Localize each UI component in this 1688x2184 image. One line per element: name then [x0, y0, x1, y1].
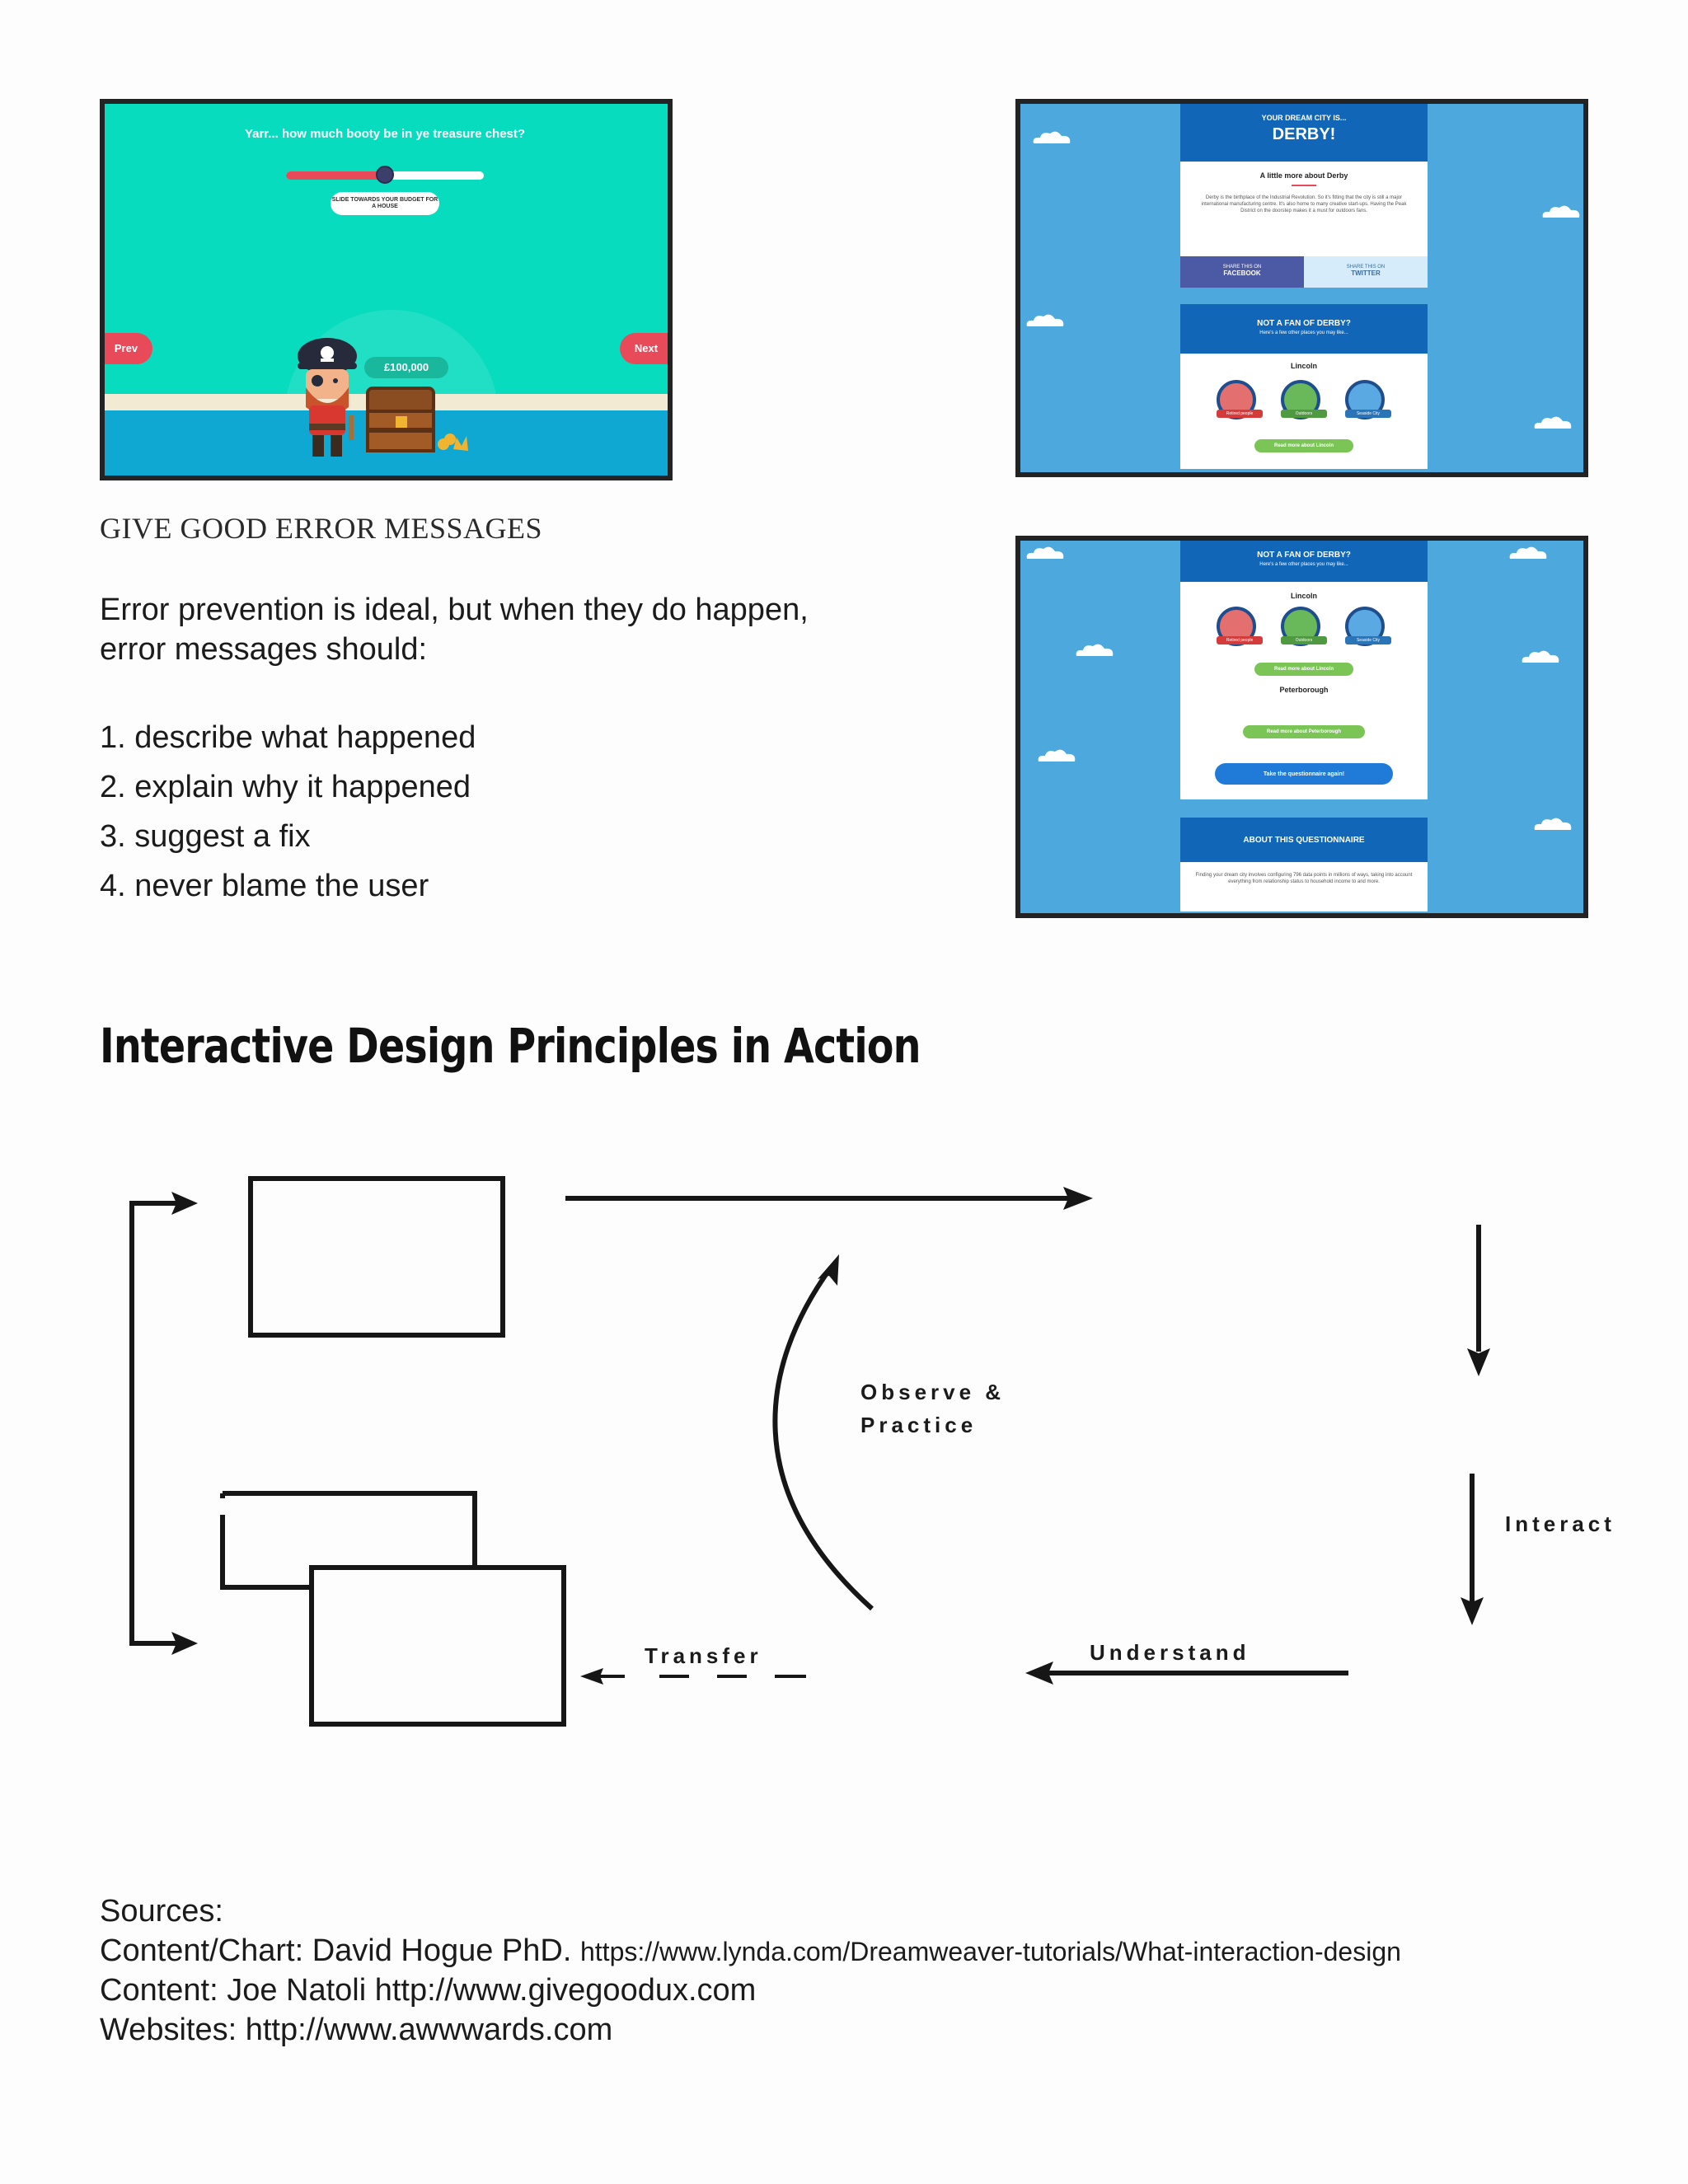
read-more-lincoln-button[interactable]: Read more about Lincoln — [1254, 663, 1353, 676]
cloud-icon — [1522, 650, 1559, 663]
title-underline — [1292, 185, 1316, 186]
source-link[interactable]: https://www.lynda.com/Dreamweaver-tutori… — [579, 1937, 1401, 1966]
slider-hint: SLIDE TOWARDS YOUR BUDGET FOR A HOUSE — [331, 192, 439, 215]
cloud-icon — [1076, 644, 1114, 656]
pirate-illustration — [298, 338, 357, 457]
interact-label: Interact — [1505, 1511, 1615, 1536]
list-item: 3. suggest a fix — [100, 819, 311, 854]
arrowheads — [171, 1187, 1490, 1685]
dream-city-alternatives-screenshot: NOT A FAN OF DERBY? Here's a few other p… — [1015, 536, 1588, 918]
arrowhead-icon — [580, 1668, 603, 1685]
share-twitter-small: SHARE THIS ON — [1346, 265, 1386, 269]
share-facebook-label: FACEBOOK — [1223, 269, 1261, 277]
section-heading: GIVE GOOD ERROR MESSAGES — [100, 512, 543, 545]
alternatives-header: NOT A FAN OF DERBY? Here's a few other p… — [1180, 541, 1428, 582]
alternatives-title: NOT A FAN OF DERBY? — [1257, 319, 1351, 328]
treasure-chest-illustration — [366, 387, 468, 452]
arrowhead-icon — [171, 1632, 198, 1655]
arrowhead-icon — [1461, 1597, 1484, 1625]
share-twitter-button[interactable]: SHARE THIS ON TWITTER — [1304, 256, 1428, 288]
arrowhead-icon — [1025, 1661, 1053, 1685]
alternative-city-card: Lincoln Retired people Outdoors Seaside … — [1180, 354, 1428, 469]
alternative-city-name: Lincoln — [1291, 362, 1317, 370]
cloud-icon — [1026, 546, 1064, 559]
alternatives-subtitle: Here's a few other places you may like..… — [1259, 330, 1348, 335]
pirate-budget-screenshot: Yarr... how much booty be in ye treasure… — [100, 99, 673, 480]
result-header: YOUR DREAM CITY IS... DERBY! — [1180, 104, 1428, 162]
about-questionnaire-title: ABOUT THIS QUESTIONNAIRE — [1243, 836, 1365, 845]
cloud-icon — [1033, 131, 1071, 143]
cloud-icon — [1038, 749, 1076, 762]
about-questionnaire-text: Finding your dream city involves configu… — [1195, 873, 1413, 884]
retake-questionnaire-button[interactable]: Take the questionnaire again! — [1215, 763, 1393, 785]
sources-heading: Sources: — [100, 1894, 223, 1929]
arrowhead-icon — [171, 1192, 198, 1215]
arrowhead-icon — [1063, 1187, 1093, 1210]
share-facebook-button[interactable]: SHARE THIS ON FACEBOOK — [1180, 256, 1304, 288]
share-twitter-label: TWITTER — [1351, 269, 1381, 277]
retired-badge-icon: Retired people — [1217, 380, 1263, 419]
observe-label: Observe & — [860, 1380, 1006, 1404]
source-line[interactable]: Websites: http://www.awwwards.com — [100, 2013, 613, 2047]
share-bar: SHARE THIS ON FACEBOOK SHARE THIS ON TWI… — [1180, 256, 1428, 288]
budget-slider-handle[interactable] — [376, 166, 394, 184]
result-about-card: A little more about Derby Derby is the b… — [1180, 162, 1428, 256]
list-item: 4. never blame the user — [100, 869, 429, 903]
source-author: Content/Chart: David Hogue PhD. — [100, 1933, 572, 1968]
source-line[interactable]: Content: Joe Natoli http://www.givegoodu… — [100, 1973, 757, 2008]
share-facebook-small: SHARE THIS ON — [1222, 265, 1262, 269]
arrowhead-icon — [818, 1254, 839, 1286]
observe-curve-arrow — [772, 1266, 874, 1611]
cloud-icon — [1026, 314, 1064, 326]
seaside-badge-icon: Seaside City — [1345, 607, 1391, 646]
about-description: Derby is the birthplace of the Industria… — [1201, 195, 1407, 213]
practice-label: Practice — [860, 1413, 978, 1437]
intro-paragraph: Error prevention is ideal, but when they… — [100, 590, 891, 669]
budget-slider[interactable] — [286, 166, 484, 184]
alternatives-title: NOT A FAN OF DERBY? — [1257, 551, 1351, 560]
diagram-box-front — [309, 1565, 566, 1727]
list-item: 2. explain why it happened — [100, 770, 471, 804]
about-title: A little more about Derby — [1259, 171, 1348, 180]
retired-badge-icon: Retired people — [1217, 607, 1263, 646]
read-more-lincoln-button[interactable]: Read more about Lincoln — [1254, 439, 1353, 452]
source-line: Content/Chart: David Hogue PhD. https://… — [100, 1933, 1401, 1969]
intro-line: error messages should: — [100, 632, 428, 667]
outdoors-badge-icon: Outdoors — [1281, 380, 1327, 419]
outdoors-badge-icon: Outdoors — [1281, 607, 1327, 646]
list-item: 1. describe what happened — [100, 720, 476, 755]
diagram-box-top — [248, 1176, 505, 1338]
prev-button[interactable]: Prev — [105, 333, 152, 364]
cloud-icon — [1509, 546, 1547, 559]
dream-city-result-screenshot: YOUR DREAM CITY IS... DERBY! A little mo… — [1015, 99, 1588, 477]
seaside-badge-icon: Seaside City — [1345, 380, 1391, 419]
alternatives-card: Lincoln Retired people Outdoors Seaside … — [1180, 582, 1428, 799]
result-city: DERBY! — [1272, 125, 1336, 143]
alternatives-header: NOT A FAN OF DERBY? Here's a few other p… — [1180, 304, 1428, 354]
read-more-peterborough-button[interactable]: Read more about Peterborough — [1243, 725, 1365, 738]
alternative-city-name: Lincoln — [1291, 592, 1317, 600]
cloud-icon — [1542, 205, 1580, 218]
transfer-label: Transfer — [645, 1643, 762, 1668]
about-questionnaire-card: Finding your dream city involves configu… — [1180, 862, 1428, 912]
cloud-icon — [1534, 818, 1572, 830]
next-button[interactable]: Next — [620, 333, 668, 364]
intro-line: Error prevention is ideal, but when they… — [100, 593, 809, 627]
budget-amount-bubble: £100,000 — [364, 357, 448, 378]
diagram-title: Interactive Design Principles in Action — [100, 1018, 921, 1074]
about-questionnaire-header: ABOUT THIS QUESTIONNAIRE — [1180, 818, 1428, 862]
arrowhead-icon — [1467, 1348, 1490, 1376]
diagram-box-back — [220, 1515, 310, 1590]
understand-label: Understand — [1090, 1640, 1250, 1665]
result-kicker: YOUR DREAM CITY IS... — [1261, 114, 1347, 122]
budget-slider-fill — [286, 171, 385, 180]
budget-question: Yarr... how much booty be in ye treasure… — [244, 127, 526, 141]
cloud-icon — [1534, 416, 1572, 429]
alternatives-subtitle: Here's a few other places you may like..… — [1259, 562, 1348, 567]
second-city-name: Peterborough — [1279, 686, 1329, 694]
